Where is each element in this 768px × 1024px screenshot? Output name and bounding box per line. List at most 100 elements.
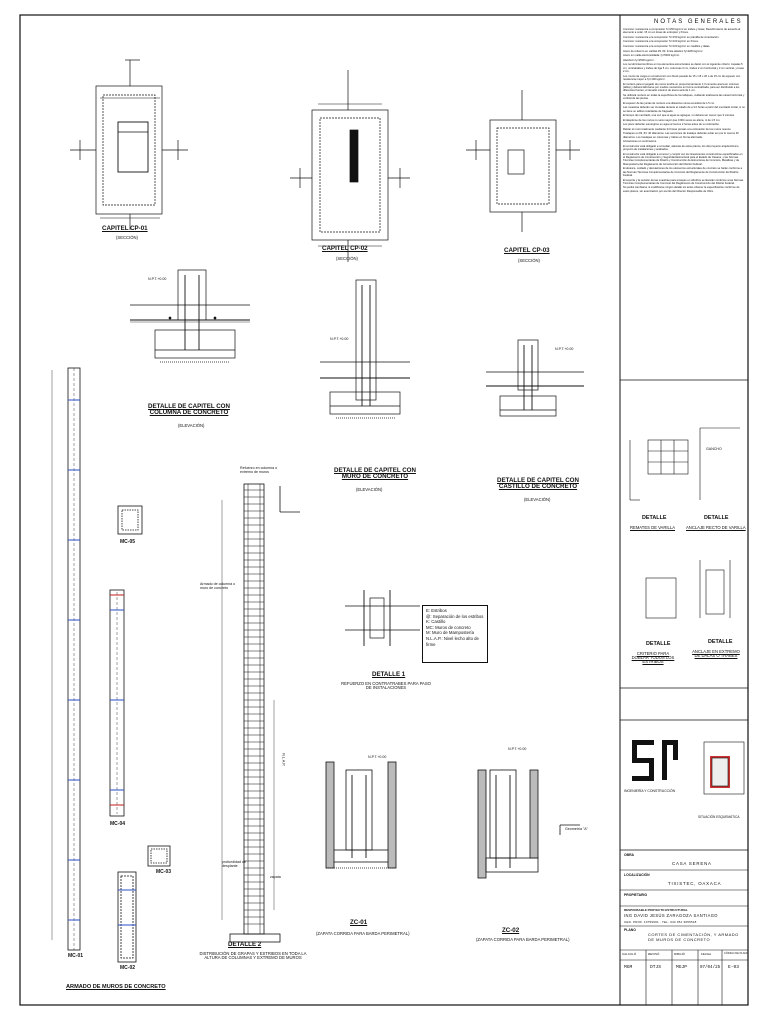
note-item: Los recubrimientos libres en los element… [623,63,744,74]
npt-label-5: N.P.T.+0.00 [508,747,527,751]
val-calculo: MGM [624,965,633,970]
mc01-wall-elevation [51,367,81,951]
zc02-footing [477,769,580,879]
zapata-label: zapata [270,875,281,879]
muro-detail-subtitle: (ELEVACIÓN) [356,487,383,492]
col-calculo: CALCULÓ [622,952,637,956]
side-detail-drawings [629,427,740,619]
detail-estribos-sub: CRITERIO PARA DOBLAR TODOS LOS ESTRIBOS [631,651,675,665]
detalle2-title: DETALLE 2 [228,941,262,948]
detalle1-title: DETALLE 1 [372,671,406,678]
note-item: Acero en malla electrosoldada: fy=5000 k… [623,54,680,58]
mc01-label: MC-01 [68,953,84,959]
castillo-capital-elevation [486,339,584,417]
legend-line: N.L.A.P.: Nivel lecho alto de firme [426,635,479,647]
castillo-detail-title: DETALLE DE CAPITEL CON CASTILLO DE CONCR… [497,477,579,491]
zc01-footing [325,761,397,869]
npt-label-2: N.P.T.+0.00 [330,337,349,341]
detail-anclaje-title: DETALLE [704,515,729,521]
note-item: El constructor está obligado a consultar… [623,144,740,152]
thumbnail-caption: SITUACIÓN ESQUEMÁTICA [698,815,740,819]
note-item: El alcance, cuidado y desviaciones de lo… [623,167,743,177]
logo-caption: INGENIERÍA Y CONSTRUCCIÓN [624,789,676,793]
col-detail-subtitle: (ELEVACIÓN) [178,423,205,428]
obra-value: CASA SERENA [672,861,712,866]
castillo-detail-subtitle: (ELEVACIÓN) [524,497,551,502]
sheet-border [19,14,749,1006]
armado-col-label: Armado de columna o muro de concreto [200,582,236,591]
note-item: Los muros de carga en construcción con b… [623,74,741,81]
detail-remates-title: DETALLE [642,515,667,521]
col-reviso: REVISÓ [648,952,660,956]
detalle1-subtitle: REFUERZO EN CONTRATRABES PARA PASO DE IN… [341,681,431,691]
obra-label: OBRA [624,853,634,857]
mc05-section [117,505,143,535]
plano-label: PLANO [624,928,636,932]
zc01-subtitle: (ZAPATA CORRIDA PARA BARDA PERIMETRAL) [316,931,410,936]
zc01-title: ZC-01 [350,919,368,926]
legend-line: M: Muro de Mampostería [426,630,474,636]
notes-heading: NOTAS GENERALES [654,19,743,25]
cp03-title: CAPITEL CP-03 [504,247,550,254]
note-item: Acotaciones en centímetros. [623,140,657,144]
profundidad-label: profundidad de desplante [222,860,246,869]
nlap-label: N.L.A.P. [281,753,286,767]
mc01-blue-ties [68,399,80,921]
cp01-title: CAPITEL CP-01 [102,225,148,232]
cp03-subtitle: (SECCIÓN) [518,258,540,263]
note-item: Los pisos deberán sumergirse en agua al … [623,123,720,127]
refuerzo-label: Refuerzo en columna o extremo de muros [240,466,278,475]
detalle2-column-ladder [221,483,300,943]
mc02-label: MC-02 [120,965,136,971]
npt-label-1: N.P.T.+0.00 [148,277,167,281]
note-item: El espesor de las juntas de mortero a la… [623,101,715,105]
mc03-section [147,845,171,867]
val-dibujo: MGJP [676,965,688,970]
gancho-label: GANCHO [706,447,722,451]
legend-line: MC: Muros de concreto [426,624,471,630]
detail-dalas-sub: ANCLAJE EN EXTREMO DE DALAS O TRABES [692,649,740,659]
column-capital-elevation [130,269,250,363]
detail-dalas-title: DETALLE [708,639,733,645]
note-item: El mortero para el pegado de muros tendr… [623,82,740,93]
detail-estribos-title: DETALLE [646,641,671,647]
muro-detail-title: DETALLE DE CAPITEL CON MURO DE CONCRETO [334,467,416,481]
location-label: LOCALIZACIÓN [624,873,650,877]
val-codigo: E-03 [728,965,740,970]
owner-label: PROPIETARIO [624,893,648,897]
legend-line: @: Separación de los estribos [426,613,484,619]
detail-remates-sub: REMATES DE VARILLA [630,525,675,530]
note-item: El soporte y la revisión de las muestras… [623,178,744,185]
capitel-cp01-drawing [70,59,188,230]
wall-capital-elevation [320,279,410,419]
detalle1-drawing [345,590,420,646]
note-item: El desplome de los muros no será mayor q… [623,118,721,122]
responsible-label: RESPONSABLE PROYECTO ESTRUCTURAL [624,908,688,912]
abbreviation-legend: E: Estribos @: Separación de los estribo… [422,605,488,663]
armado-title: ARMADO DE MUROS DE CONCRETO [66,984,166,990]
company-logo-mark [632,740,678,781]
zc02-subtitle: (ZAPATA CORRIDA PARA BARDA PERIMETRAL) [476,937,570,942]
responsible-value: ING DAVID JESÚS ZARAGOZA SANTIAGO [624,913,718,918]
cp02-subtitle: (SECCIÓN) [336,256,358,261]
note-item: Traslapes en #3, #4: 40 diámetros. Las s… [623,132,739,139]
capitel-cp03-drawing [466,90,580,232]
note-item: Alambrón fy=2530 kg/cm². [623,58,655,62]
legend-line: E: Estribos [426,608,447,613]
responsible-license: CED. PROF. 10759691 · TEL. 044 951 36555… [624,920,697,924]
mc05-label: MC-05 [120,539,136,545]
title-block-grid [620,869,748,1005]
note-item: No podrá cambiarse ni modificarse ningún… [623,186,740,193]
zc02-title: ZC-02 [502,927,520,934]
mc03-label: MC-03 [156,869,172,875]
location-value: TIXISTEC, OAXACA [668,881,722,886]
detalle2-subtitle: DISTRIBUCIÓN DE GRAPAS Y ESTRIBOS EN TOD… [199,951,307,961]
col-dibujo: DIBUJÓ [674,952,686,956]
detail-anclaje-sub: ANCLAJE RECTO DE VARILLA [686,525,746,530]
note-item: Concreto: resistencia a la compresión f'… [623,35,720,39]
note-item: Concreto: resistencia a compresión f'c=2… [623,28,741,35]
note-item: El constructor está obligado a conocer y… [623,152,743,166]
col-detail-title: DETALLE DE CAPITEL CON COLUMNA DE CONCRE… [148,403,230,417]
